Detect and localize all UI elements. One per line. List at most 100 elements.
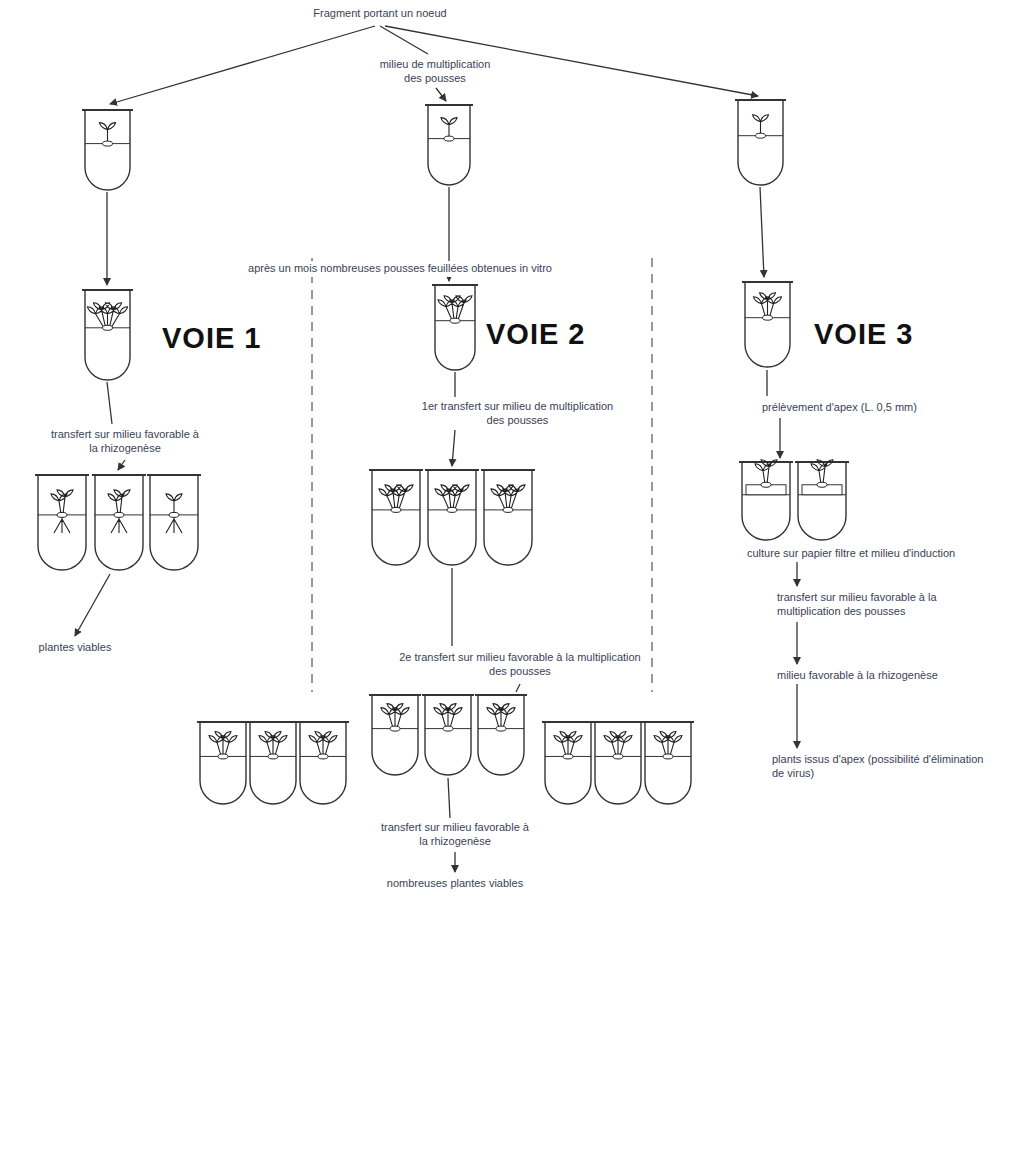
flow-line [451, 568, 452, 646]
flow-line [454, 372, 455, 397]
explant [218, 754, 228, 759]
flow-arrow [452, 430, 455, 466]
explant [318, 754, 328, 759]
test-tube [798, 462, 846, 540]
test-tube [85, 290, 130, 380]
separator [652, 258, 653, 692]
plantlet [435, 485, 469, 510]
step-note: 2e transfert sur milieu favorable à la m… [395, 650, 645, 680]
path-title: VOIE 3 [812, 318, 916, 352]
plantlet [554, 731, 582, 756]
plantlet [166, 494, 182, 533]
separator [312, 258, 313, 692]
step-note: milieu favorable à la rhizogenèse [775, 668, 995, 684]
test-tube [478, 695, 524, 775]
tube-rim [197, 721, 249, 723]
explant [496, 726, 506, 731]
plantlet [754, 293, 782, 318]
tube-rim [432, 284, 478, 286]
plantlet [755, 460, 777, 485]
plantlet [434, 704, 462, 729]
test-tube [95, 475, 143, 570]
explant [761, 482, 771, 487]
step-note: nombreuses plantes viables [370, 876, 540, 892]
test-tube [428, 470, 476, 565]
explant [563, 754, 573, 759]
tube-rim [592, 721, 644, 723]
flow-line [448, 778, 450, 818]
step-note: culture sur papier filtre et milieu d'in… [745, 546, 1010, 562]
plantlet [209, 731, 237, 756]
test-tube [250, 722, 296, 804]
test-tube [425, 695, 471, 775]
tube-rim [247, 721, 299, 723]
plantlet [51, 490, 73, 533]
step-note: transfert sur milieu favorable à la rhiz… [45, 427, 205, 457]
flow-line [766, 370, 767, 396]
step-note: après un mois nombreuses pousses feuillé… [150, 261, 650, 277]
plantlet [88, 303, 128, 328]
test-tube [372, 695, 418, 775]
explant [268, 754, 278, 759]
test-tube [745, 282, 790, 367]
plantlet [811, 460, 833, 485]
tube-rim [35, 474, 89, 476]
tube-rim [369, 469, 423, 471]
test-tube [150, 475, 198, 570]
flow-arrow [779, 418, 780, 458]
explant [663, 754, 673, 759]
explant [169, 512, 179, 517]
explant [450, 318, 460, 323]
explant [817, 482, 827, 487]
explant [443, 726, 453, 731]
flow-arrow [760, 187, 764, 277]
plantlet [438, 296, 472, 321]
plantlet [487, 704, 515, 729]
test-tube [428, 105, 470, 185]
tube-rim [475, 694, 527, 696]
test-tube [645, 722, 691, 804]
test-tube [85, 110, 130, 190]
tube-rim [82, 289, 133, 291]
tube-rim [425, 104, 473, 106]
tube-rim [425, 469, 479, 471]
tube-rim [422, 694, 474, 696]
step-note: transfert sur milieu favorable à la rhiz… [375, 820, 535, 850]
explant [756, 133, 766, 138]
plantlet [108, 490, 130, 533]
test-tube [545, 722, 591, 804]
flow-arrow [436, 88, 446, 101]
tube-rim [82, 109, 133, 111]
tube-rim [542, 721, 594, 723]
step-note: milieu de multiplication des pousses [375, 57, 495, 87]
flow-line [107, 382, 112, 424]
plantlet [604, 731, 632, 756]
test-tube [435, 285, 475, 370]
tube-rim [297, 721, 349, 723]
plantlet [654, 731, 682, 756]
tube-rim [735, 99, 786, 101]
explant [763, 315, 773, 320]
tube-rim [481, 469, 535, 471]
step-note: 1er transfert sur milieu de multiplicati… [410, 399, 625, 429]
explant [444, 136, 454, 141]
flow-arrow [106, 192, 107, 285]
flow-arrow [796, 622, 797, 664]
tube-rim [92, 474, 146, 476]
plantlet [100, 123, 116, 144]
plantlet [441, 118, 457, 139]
step-note: Fragment portant un noeud [290, 6, 470, 22]
test-tube [300, 722, 346, 804]
test-tube [738, 100, 783, 185]
plantlet [753, 115, 769, 136]
flow-arrow [75, 574, 110, 636]
step-note: plantes viables [20, 640, 130, 656]
explant [114, 512, 124, 517]
explant [57, 512, 67, 517]
explant [447, 507, 457, 512]
step-note: prélèvement d'apex (L. 0,5 mm) [760, 400, 960, 416]
explant [390, 726, 400, 731]
test-tube [38, 475, 86, 570]
flow-arrow [118, 460, 125, 470]
test-tube [595, 722, 641, 804]
